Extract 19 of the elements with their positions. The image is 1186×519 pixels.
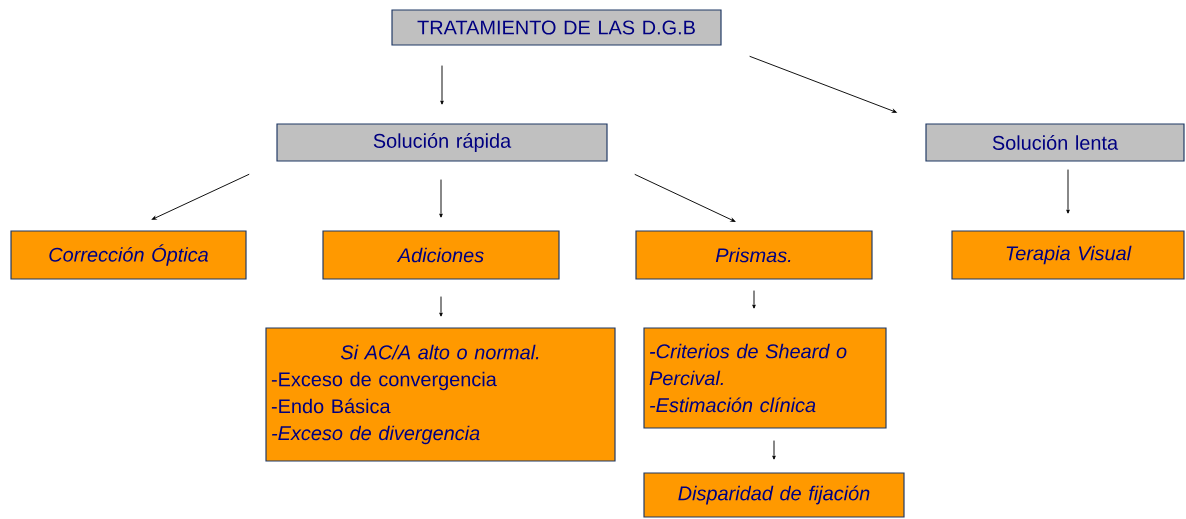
arrow (772, 440, 776, 460)
arrow (439, 179, 443, 218)
process-box: Solución rápida (276, 123, 608, 162)
process-box: Adiciones (322, 230, 560, 280)
process-box: Disparidad de fijación (643, 472, 905, 518)
process-box: Solución lenta (925, 123, 1185, 162)
arrow (439, 296, 443, 317)
process-box: Corrección Óptica (10, 230, 247, 280)
arrow (634, 173, 736, 222)
arrow (151, 173, 250, 220)
arrow (752, 290, 756, 309)
arrow (1066, 169, 1070, 214)
arrow (440, 65, 444, 105)
process-box: -Criterios de Sheard o Percival. -Estimación clínica (643, 327, 887, 429)
process-box: Si AC/A alto o normal. -Exceso de convergencia -Endo Básica -Exceso de divergencia (265, 327, 616, 462)
arrow (749, 55, 897, 113)
process-box: Terapia Visual (951, 230, 1185, 280)
process-box: Prismas. (635, 230, 873, 280)
title-box: TRATAMIENTO DE LAS D.G.B (391, 9, 722, 46)
